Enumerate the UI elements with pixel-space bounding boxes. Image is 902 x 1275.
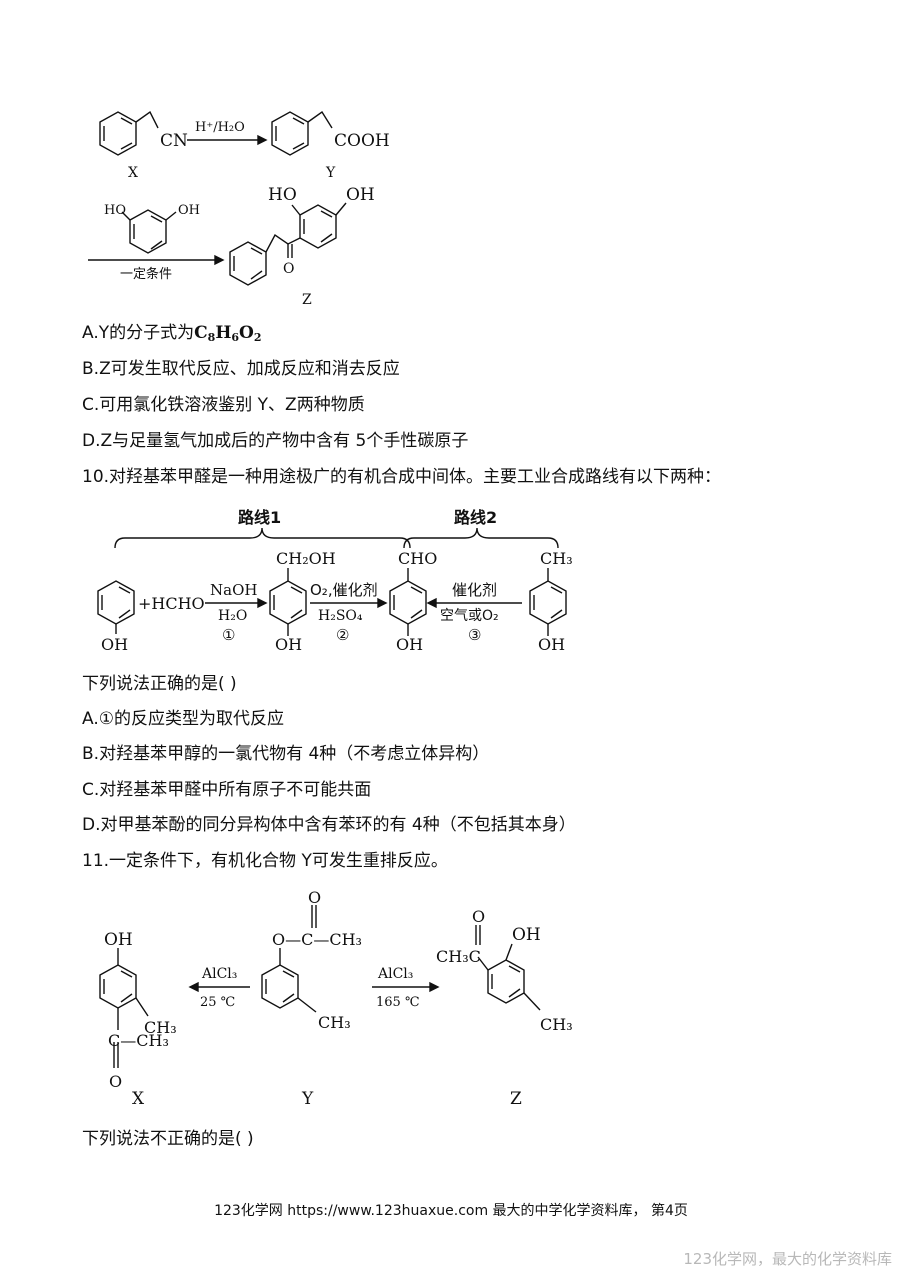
ring-y bbox=[271, 111, 309, 156]
z-ch3: CH₃ bbox=[540, 1015, 573, 1034]
q9-option-b: B.Z可发生取代反应、加成反应和消去反应 bbox=[82, 359, 400, 379]
plus-hcho: +HCHO bbox=[138, 594, 205, 613]
route2-label: 路线2 bbox=[454, 508, 497, 527]
z-acetyl: CH₃C bbox=[436, 947, 481, 966]
condition-label: 一定条件 bbox=[120, 266, 172, 282]
q9-formula: C8H6O2 bbox=[194, 323, 262, 344]
temp-165: 165 ℃ bbox=[376, 995, 420, 1010]
q9-option-d: D.Z与足量氢气加成后的产物中含有 5个手性碳原子 bbox=[82, 431, 469, 451]
x-oh: OH bbox=[104, 930, 133, 950]
z-carbonyl-o: O bbox=[283, 261, 294, 277]
ring-z11 bbox=[487, 959, 525, 1004]
z-oh: OH bbox=[512, 925, 541, 945]
page-footer: 123化学网 https://www.123huaxue.com 最大的中学化学… bbox=[214, 1203, 688, 1219]
resorcinol-ho: HO bbox=[104, 203, 126, 218]
x-carbonyl-o: O bbox=[109, 1072, 122, 1091]
cho-label: CHO bbox=[398, 549, 437, 568]
alcl3-right: AlCl₃ bbox=[377, 966, 413, 982]
z-ho: HO bbox=[268, 185, 297, 205]
ring-z-left bbox=[229, 241, 267, 286]
step3-label: ③ bbox=[468, 626, 481, 644]
x-cn: CN bbox=[160, 131, 188, 151]
q11-ask: 下列说法不正确的是( ) bbox=[82, 1129, 254, 1149]
ch2oh-label: CH₂OH bbox=[276, 549, 336, 568]
route1-label: 路线1 bbox=[238, 508, 281, 527]
label-y11: Y bbox=[301, 1089, 314, 1109]
label-y: Y bbox=[325, 165, 336, 181]
temp-25: 25 ℃ bbox=[200, 995, 235, 1010]
route2-brace bbox=[403, 527, 559, 549]
q11-stem: 11.一定条件下，有机化合物 Y可发生重排反应。 bbox=[82, 851, 448, 871]
q9-option-a-text: A.Y的分子式为 bbox=[82, 323, 195, 343]
label-x11: X bbox=[132, 1089, 145, 1109]
ring-z-right bbox=[299, 204, 337, 249]
y-ester: O—C—CH₃ bbox=[272, 930, 362, 949]
q10-option-c: C.对羟基苯甲醛中所有原子不可能共面 bbox=[82, 780, 372, 800]
q10-ask: 下列说法正确的是( ) bbox=[82, 674, 237, 694]
step1-label: ① bbox=[222, 626, 235, 644]
scheme-1: CN H⁺/H₂O COOH X Y HO OH 一定条件 HO OH O Z bbox=[88, 110, 390, 308]
x-ch3: CH₃ bbox=[144, 1018, 177, 1037]
ring-y11 bbox=[261, 964, 299, 1009]
reagent-h-h2o: H⁺/H₂O bbox=[195, 120, 245, 135]
q10-stem: 10.对羟基苯甲醛是一种用途极广的有机合成中间体。主要工业合成路线有以下两种： bbox=[82, 467, 722, 487]
o2-catalyst-label: O₂,催化剂 bbox=[310, 581, 378, 599]
naoh-label: NaOH bbox=[210, 581, 257, 599]
resorcinol-oh: OH bbox=[178, 203, 200, 218]
q9-option-a: A.Y的分子式为C8H6O2 bbox=[82, 322, 262, 349]
cresol-oh: OH bbox=[538, 635, 565, 654]
q10-option-a: A.①的反应类型为取代反应 bbox=[82, 709, 284, 729]
x-acetyl: C—CH₃ bbox=[108, 1031, 169, 1050]
label-z: Z bbox=[302, 292, 312, 308]
alcohol-oh: OH bbox=[275, 635, 302, 654]
ring-x bbox=[99, 111, 137, 156]
h2so4-label: H₂SO₄ bbox=[318, 608, 363, 624]
scheme-2: 路线1 路线2 +HCHO OH NaOH H₂O ① CH₂OH OH O₂,… bbox=[97, 508, 573, 654]
y-cooh: COOH bbox=[334, 131, 390, 151]
air-o2-label: 空气或O₂ bbox=[440, 608, 499, 624]
phenol-oh: OH bbox=[101, 635, 128, 654]
y-ester-o: O bbox=[308, 888, 321, 907]
ring-x11 bbox=[99, 964, 137, 1009]
catalyst-label: 催化剂 bbox=[452, 581, 497, 599]
cresol-ch3: CH₃ bbox=[540, 549, 573, 568]
watermark: 123化学网，最大的化学资料库 bbox=[683, 1250, 892, 1268]
q9-option-c: C.可用氯化铁溶液鉴别 Y、Z两种物质 bbox=[82, 395, 365, 415]
label-z11: Z bbox=[510, 1089, 522, 1109]
route1-brace bbox=[114, 527, 411, 549]
aldehyde-oh: OH bbox=[396, 635, 423, 654]
h2o-label: H₂O bbox=[218, 608, 247, 624]
label-x: X bbox=[128, 165, 138, 181]
y-ch3: CH₃ bbox=[318, 1013, 351, 1032]
scheme-3: OH CH₃ C—CH₃ O X AlCl₃ 25 ℃ O O—C—CH₃ CH… bbox=[99, 888, 573, 1109]
z-oh: OH bbox=[346, 185, 375, 205]
q10-option-d: D.对甲基苯酚的同分异构体中含有苯环的有 4种（不包括其本身） bbox=[82, 815, 576, 835]
ring-resorcinol bbox=[129, 209, 167, 254]
q10-option-b: B.对羟基苯甲醇的一氯代物有 4种（不考虑立体异构） bbox=[82, 744, 490, 764]
step2-label: ② bbox=[336, 626, 349, 644]
z-carbonyl-o: O bbox=[472, 907, 485, 926]
alcl3-left: AlCl₃ bbox=[201, 966, 237, 982]
